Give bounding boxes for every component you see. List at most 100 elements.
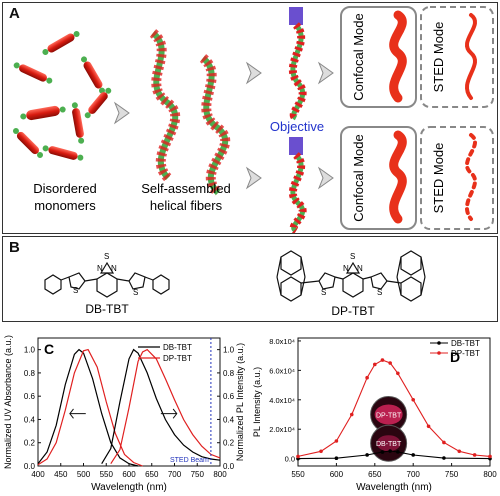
x-tick-label: 800 [213,470,227,479]
panel-b-label: B [9,239,20,256]
data-point-DB-TBT [334,456,339,461]
y2-tick-label: 1.0 [223,346,235,355]
x-tick-label: 550 [100,470,114,479]
x-tick-label: 700 [407,470,421,479]
legend-marker-DB-TBT [437,341,441,345]
inset-dp-label: DP-TBT [376,413,402,420]
data-point-DP-TBT [296,454,300,459]
data-point-DP-TBT [488,454,492,459]
disordered-monomers [12,31,112,161]
y-tick-label: 8.0x10⁴ [269,337,295,346]
data-point-DB-TBT [388,449,392,453]
db-tbt-structure [44,261,170,298]
data-point-DP-TBT [373,362,377,367]
data-point-DP-TBT [380,358,385,362]
x-tick-label: 600 [330,470,344,479]
panel-b: S N S N S DB-TBT S N S N S DP-TBT [2,236,498,322]
data-point-DP-TBT [349,412,354,417]
db-tbt-atom-n1: N [97,264,103,273]
legend-marker-DP-TBT [437,351,441,355]
y2-tick-label: 0.6 [223,392,235,401]
objective-label: Objective [270,119,324,134]
data-point-DP-TBT [319,449,323,454]
y-tick-label: 0.6 [24,392,36,401]
y-tick-label: 0.2 [24,439,36,448]
panel-d-label: D [450,349,460,365]
y-tick-label: 0.8 [24,369,36,378]
data-point-DB-TBT [365,453,369,457]
data-point-DP-TBT [472,453,477,457]
x-tick-label: 500 [77,470,91,479]
x-tick-label: 800 [483,470,497,479]
series-line-DB-TBT-absorbance [37,348,139,467]
x-tick-label: 550 [291,470,305,479]
inset-dp-glow [374,404,403,425]
arrow-right-icon [113,101,130,125]
legend-label-DB-TBT: DB-TBT [451,339,480,348]
absorbance-arrow-icon [69,408,86,419]
y2-tick-label: 0.8 [223,369,235,378]
x-tick-label: 450 [54,470,68,479]
dp-tbt-atom-s1: S [321,288,326,297]
y-tick-label: 0.4 [24,415,36,424]
data-point-DB-TBT [396,450,400,454]
data-point-DP-TBT [442,440,446,445]
y-axis-label: Normalized UV Absorbance (a.u.) [3,335,13,469]
x-tick-label: 750 [445,470,459,479]
disordered-label-line1: Disordered [33,181,97,196]
assembled-label-line1: Self-assembled [141,181,231,196]
legend-label-DB-TBT: DB-TBT [163,343,192,352]
x-axis-label: Wavelength (nm) [356,482,432,493]
x-tick-label: 650 [145,470,159,479]
dp-tbt-label: DP-TBT [331,304,375,318]
sted-label-bottom: STED Mode [431,143,446,214]
panel-a-figure: Disordered monomers Self-assembled helic… [12,6,494,233]
data-point-DP-TBT [426,424,431,429]
x-axis-label: Wavelength (nm) [91,482,167,493]
arrow-right-icon [317,61,334,85]
data-point-DB-TBT [442,456,446,460]
db-tbt-atom-n2: N [111,264,117,273]
x-tick-label: 400 [31,470,45,479]
series-line-DP-TBT-pl [110,348,221,465]
data-point-DP-TBT [396,371,400,376]
objective-fiber-bottom [288,137,307,233]
data-point-DP-TBT [334,439,339,443]
legend-label-DP-TBT: DP-TBT [163,354,192,363]
sted-label-top: STED Mode [431,22,446,93]
series-line-DP-TBT-absorbance [37,348,143,467]
sted-beam-label: STED Beam [170,457,209,464]
dp-tbt-atom-s3: S [377,288,382,297]
y-tick-label: 1.0 [24,346,36,355]
y-tick-label: 4.0x10⁴ [269,396,295,405]
y-axis-label: PL Intensity (a.u.) [252,367,262,437]
panel-a: Disordered monomers Self-assembled helic… [2,2,498,234]
plot-frame [37,337,221,467]
y2-axis-label: Normalized PL Intensity (a.u.) [235,343,245,461]
confocal-label-top: Confocal Mode [351,13,366,100]
arrow-right-icon [245,166,262,190]
data-point-DP-TBT [411,397,415,402]
x-tick-label: 650 [368,470,382,479]
data-point-DB-TBT [380,450,385,454]
y-tick-label: 0.0 [24,462,36,471]
disordered-label-line2: monomers [34,198,96,213]
pl-arrow-icon [160,408,178,419]
y2-tick-label: 0.2 [223,439,235,448]
dp-tbt-atom-s2: S [350,252,355,261]
legend-label-DP-TBT: DP-TBT [451,349,480,358]
panel-b-figure: S N S N S DB-TBT S N S N S DP-TBT [44,250,426,318]
db-tbt-atom-s1: S [73,286,78,295]
objective-fiber-top [288,7,307,122]
confocal-box-top [340,6,417,108]
arrow-right-icon [245,61,262,85]
data-point-DP-TBT [457,449,462,454]
sted-box-bottom [420,126,494,230]
inset-db-label: DB-TBT [376,441,402,448]
panel-a-label: A [9,5,20,22]
arrow-right-icon [317,166,334,190]
helical-fibers [149,29,231,197]
x-tick-label: 600 [122,470,136,479]
